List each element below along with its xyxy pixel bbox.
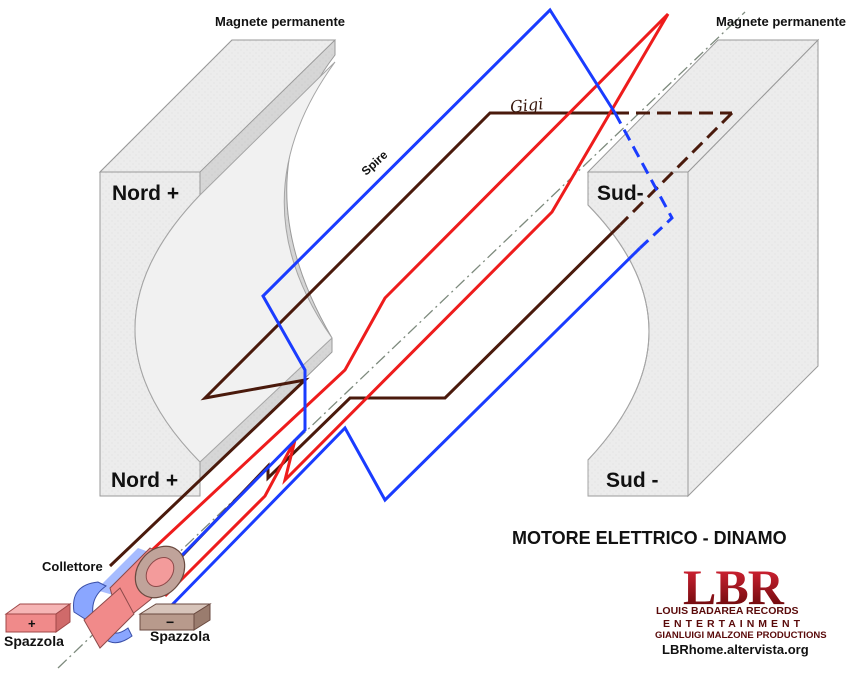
- lbr-logo-line1: LOUIS BADAREA RECORDS: [656, 605, 799, 617]
- lbr-logo: LBR LOUIS BADAREA RECORDS ENTERTAINMENT …: [655, 559, 827, 657]
- label-north-bottom: Nord +: [111, 469, 178, 492]
- coil-red: [118, 12, 670, 598]
- label-magnet-right: Magnete permanente: [716, 14, 846, 29]
- label-south-top: Sud-: [597, 182, 644, 205]
- label-brush-right: Spazzola: [150, 628, 210, 644]
- lbr-logo-mark: LBR: [683, 559, 785, 615]
- commutator: [73, 545, 186, 649]
- lbr-logo-url: LBRhome.altervista.org: [662, 642, 809, 657]
- label-brush-left: Spazzola: [4, 633, 64, 649]
- magnet-south: [586, 38, 820, 498]
- signature: Gigi: [509, 94, 544, 116]
- label-commutator: Collettore: [42, 559, 103, 574]
- lbr-logo-line3: GIANLUIGI MALZONE PRODUCTIONS: [655, 630, 827, 641]
- magnet-north: [98, 39, 337, 497]
- label-south-bottom: Sud -: [606, 469, 659, 492]
- brush-negative: [138, 603, 212, 631]
- coil-blue: [136, 7, 674, 614]
- label-north-top: Nord +: [112, 182, 179, 205]
- brush-positive: [4, 603, 72, 633]
- brush-plus-sign: +: [28, 616, 36, 631]
- diagram-title: MOTORE ELETTRICO - DINAMO: [512, 528, 787, 548]
- brush-minus-sign: −: [166, 614, 174, 630]
- label-magnet-left: Magnete permanente: [215, 14, 345, 29]
- lbr-logo-line2: ENTERTAINMENT: [663, 618, 804, 630]
